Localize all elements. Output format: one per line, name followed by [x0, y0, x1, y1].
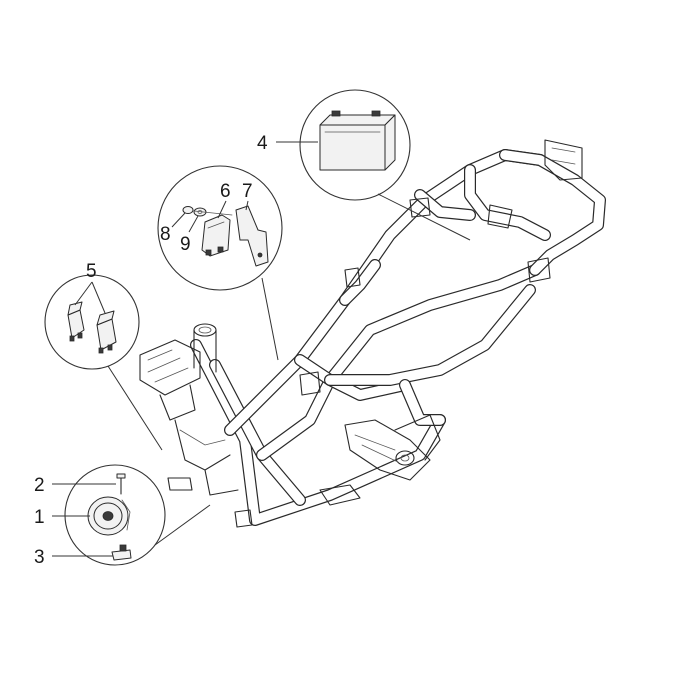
horn-icon	[87, 496, 131, 536]
frame-brackets	[167, 197, 551, 528]
callout-8: 8	[160, 224, 171, 245]
callout-7: 7	[242, 181, 253, 202]
detail-bubble-relays	[44, 274, 163, 451]
scooter-frame	[139, 139, 606, 528]
bolt-icon	[116, 473, 126, 495]
relay-icon	[67, 301, 85, 342]
detail-bubble-relay-bracket	[157, 165, 283, 361]
nut-icon	[182, 206, 194, 214]
callout-1: 1	[34, 507, 45, 528]
clip-nut-icon	[111, 544, 132, 561]
angle-bracket-icon	[235, 205, 269, 267]
callout-6: 6	[220, 181, 231, 202]
battery-icon	[319, 110, 396, 171]
detail-bubble-battery	[299, 89, 471, 241]
callout-2: 2	[34, 475, 45, 496]
steering-head	[139, 323, 239, 496]
callout-5: 5	[86, 261, 97, 282]
callout-4: 4	[257, 133, 268, 154]
callout-labels: 4 6 7 8 9 5 2 1 3	[34, 133, 318, 568]
callout-3: 3	[34, 547, 45, 568]
detail-bubble-horn	[64, 464, 211, 566]
rear-bracket	[544, 139, 583, 181]
bracket-part-icon	[201, 214, 231, 257]
relay-icon	[96, 310, 117, 354]
callout-9: 9	[180, 234, 191, 255]
rear-mount	[319, 414, 441, 506]
